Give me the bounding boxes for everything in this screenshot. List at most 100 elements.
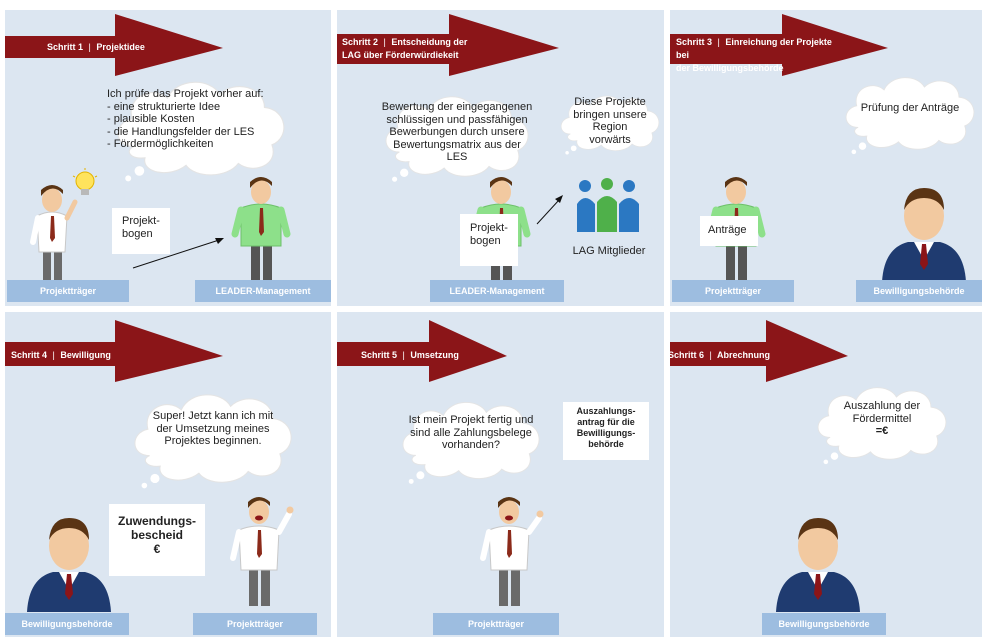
step-1-panel: Schritt 1 | Projektidee Ich prüfe das Pr… (5, 10, 331, 306)
step-1-title: Projektidee (96, 42, 145, 52)
box-line: Auszahlungs- (576, 406, 636, 416)
step-3-separator: | (717, 37, 720, 47)
authority-figure (882, 188, 966, 282)
cloud-line: der Umsetzung meines (156, 422, 270, 435)
step-3-title-line-2: der Bewilligungsbehörde (676, 63, 784, 73)
thought-cloud: Super! Jetzt kann ich mit der Umsetzung … (125, 384, 301, 492)
label-leader-management: LEADER-Management (430, 280, 564, 302)
step-2-number: Schritt 2 (342, 37, 379, 47)
cloud-line: Bewertungsmatrix aus der (393, 138, 521, 151)
applications-box: Anträge (700, 216, 758, 246)
step-2-panel: Schritt 2 | Entscheidung der LAG über Fö… (337, 10, 664, 306)
step-5-separator: | (402, 350, 405, 360)
box-line: Projekt- (122, 215, 160, 227)
label-authority: Bewilligungsbehörde (5, 613, 129, 635)
step-6-title: Abrechnung (717, 350, 771, 360)
lag-members-label: LAG Mitglieder (572, 245, 646, 257)
project-owner-figure (230, 497, 294, 606)
step-4-separator: | (52, 350, 55, 360)
cloud-line: Ist mein Projekt fertig und (408, 414, 534, 426)
thought-cloud-evaluation: Bewertung der eingegangenen schlüssigen … (357, 88, 557, 184)
box-line: € (153, 542, 161, 556)
cloud-line: Projektes beginnen. (164, 435, 262, 447)
box-line: Bewilligungs- (576, 428, 636, 438)
step-1-number: Schritt 1 (47, 42, 84, 52)
cloud-line: =€ (875, 425, 889, 437)
step-3-number: Schritt 3 (676, 37, 713, 47)
cloud-line: Bewertung der eingegangenen (381, 101, 533, 113)
step-6-panel: Schritt 6 | Abrechnung Auszahlung der Fö… (670, 312, 982, 637)
cloud-line: sind alle Zahlungsbelege (410, 426, 532, 439)
cloud-line: Bewerbungen durch unsere (389, 126, 525, 138)
label-project-owner: Projektträger (672, 280, 794, 302)
step-3-banner: Schritt 3 | Einreichung der Projekte bei… (670, 12, 890, 76)
cloud-line: Diese Projekte (574, 96, 646, 108)
label-project-owner: Projektträger (7, 280, 129, 302)
cloud-line: Prüfung der Anträge (860, 102, 960, 114)
step-5-panel: Schritt 5 | Umsetzung Ist mein Projekt f… (337, 312, 664, 637)
step-2-title-line-1: Entscheidung der (391, 37, 468, 47)
cloud-line: bringen unsere (573, 108, 647, 121)
box-line: Zuwendungs- (118, 514, 196, 528)
lightbulb-icon (72, 168, 98, 195)
step-6-separator: | (709, 350, 712, 360)
box-line: Anträge (708, 224, 747, 236)
step-4-number: Schritt 4 (11, 350, 48, 360)
step-5-title: Umsetzung (410, 350, 459, 360)
step-3-panel: Schritt 3 | Einreichung der Projekte bei… (670, 10, 982, 306)
step-2-title-line-2: LAG über Förderwürdiekeit (342, 50, 459, 60)
project-form-box: Projekt- bogen (460, 214, 518, 266)
project-owner-figure (30, 185, 78, 286)
step-5-number: Schritt 5 (361, 350, 398, 360)
label-project-owner: Projektträger (433, 613, 559, 635)
handover-arrow (132, 238, 224, 269)
step-4-panel: Schritt 4 | Bewilligung Super! Jetzt kan… (5, 312, 331, 637)
box-line: Projekt- (470, 222, 508, 234)
step-2-banner: Schritt 2 | Entscheidung der LAG über Fö… (337, 12, 561, 76)
label-leader-management: LEADER-Management (195, 280, 331, 302)
step-6-banner: Schritt 6 | Abrechnung (670, 318, 850, 382)
box-line: bescheid (130, 528, 184, 542)
cloud-line: - eine strukturierte Idee (107, 100, 221, 113)
step-2-separator: | (383, 37, 386, 47)
payout-request-box: Auszahlungs- antrag für die Bewilligungs… (563, 402, 649, 460)
step-4-banner: Schritt 4 | Bewilligung (5, 318, 225, 382)
cloud-line: Fördermittel (852, 412, 912, 425)
thought-cloud: Prüfung der Anträge (838, 64, 982, 162)
authority-figure (776, 518, 860, 612)
thought-cloud: Ist mein Projekt fertig und sind alle Za… (381, 394, 561, 486)
cloud-line: LES (446, 151, 468, 163)
cloud-line: Auszahlung der (843, 400, 921, 412)
authority-figure (27, 518, 111, 612)
leader-management-figure (231, 177, 291, 280)
step-1-separator: | (88, 42, 91, 52)
cloud-line: Region (592, 121, 628, 133)
step-5-banner: Schritt 5 | Umsetzung (337, 318, 509, 382)
handover-arrow (536, 195, 563, 225)
grant-notice-box: Zuwendungs- bescheid € (109, 504, 205, 576)
cloud-line: - Fördermöglichkeiten (107, 138, 214, 150)
cloud-line: Ich prüfe das Projekt vorher auf: (107, 88, 264, 100)
step-1-banner: Schritt 1 | Projektidee (5, 12, 225, 76)
step-3-title-line-1: Einreichung der Projekte bei (676, 37, 832, 60)
cloud-line: - die Handlungsfelder der LES (107, 125, 255, 138)
step-4-title: Bewilligung (60, 350, 111, 360)
project-form-box: Projekt- bogen (112, 208, 170, 254)
box-line: antrag für die (577, 417, 635, 427)
step-6-number: Schritt 6 (670, 350, 705, 360)
cloud-line: - plausible Kosten (107, 113, 195, 125)
box-line: behörde (588, 439, 624, 449)
cloud-line: vorwärts (589, 133, 631, 146)
thought-cloud-region: Diese Projekte bringen unsere Region vor… (555, 82, 664, 164)
label-authority: Bewilligungsbehörde (762, 613, 886, 635)
thought-cloud: Auszahlung der Fördermittel =€ (810, 372, 954, 474)
cloud-line: schlüssigen und passfähigen (386, 113, 528, 126)
box-line: bogen (470, 235, 501, 247)
cloud-line: Super! Jetzt kann ich mit (152, 410, 274, 422)
box-line: bogen (122, 228, 153, 240)
thought-cloud: Ich prüfe das Projekt vorher auf: - eine… (71, 72, 331, 184)
label-authority: Bewilligungsbehörde (856, 280, 982, 302)
cloud-line: vorhanden? (441, 439, 501, 451)
project-owner-figure (480, 497, 544, 606)
label-project-owner: Projektträger (193, 613, 317, 635)
